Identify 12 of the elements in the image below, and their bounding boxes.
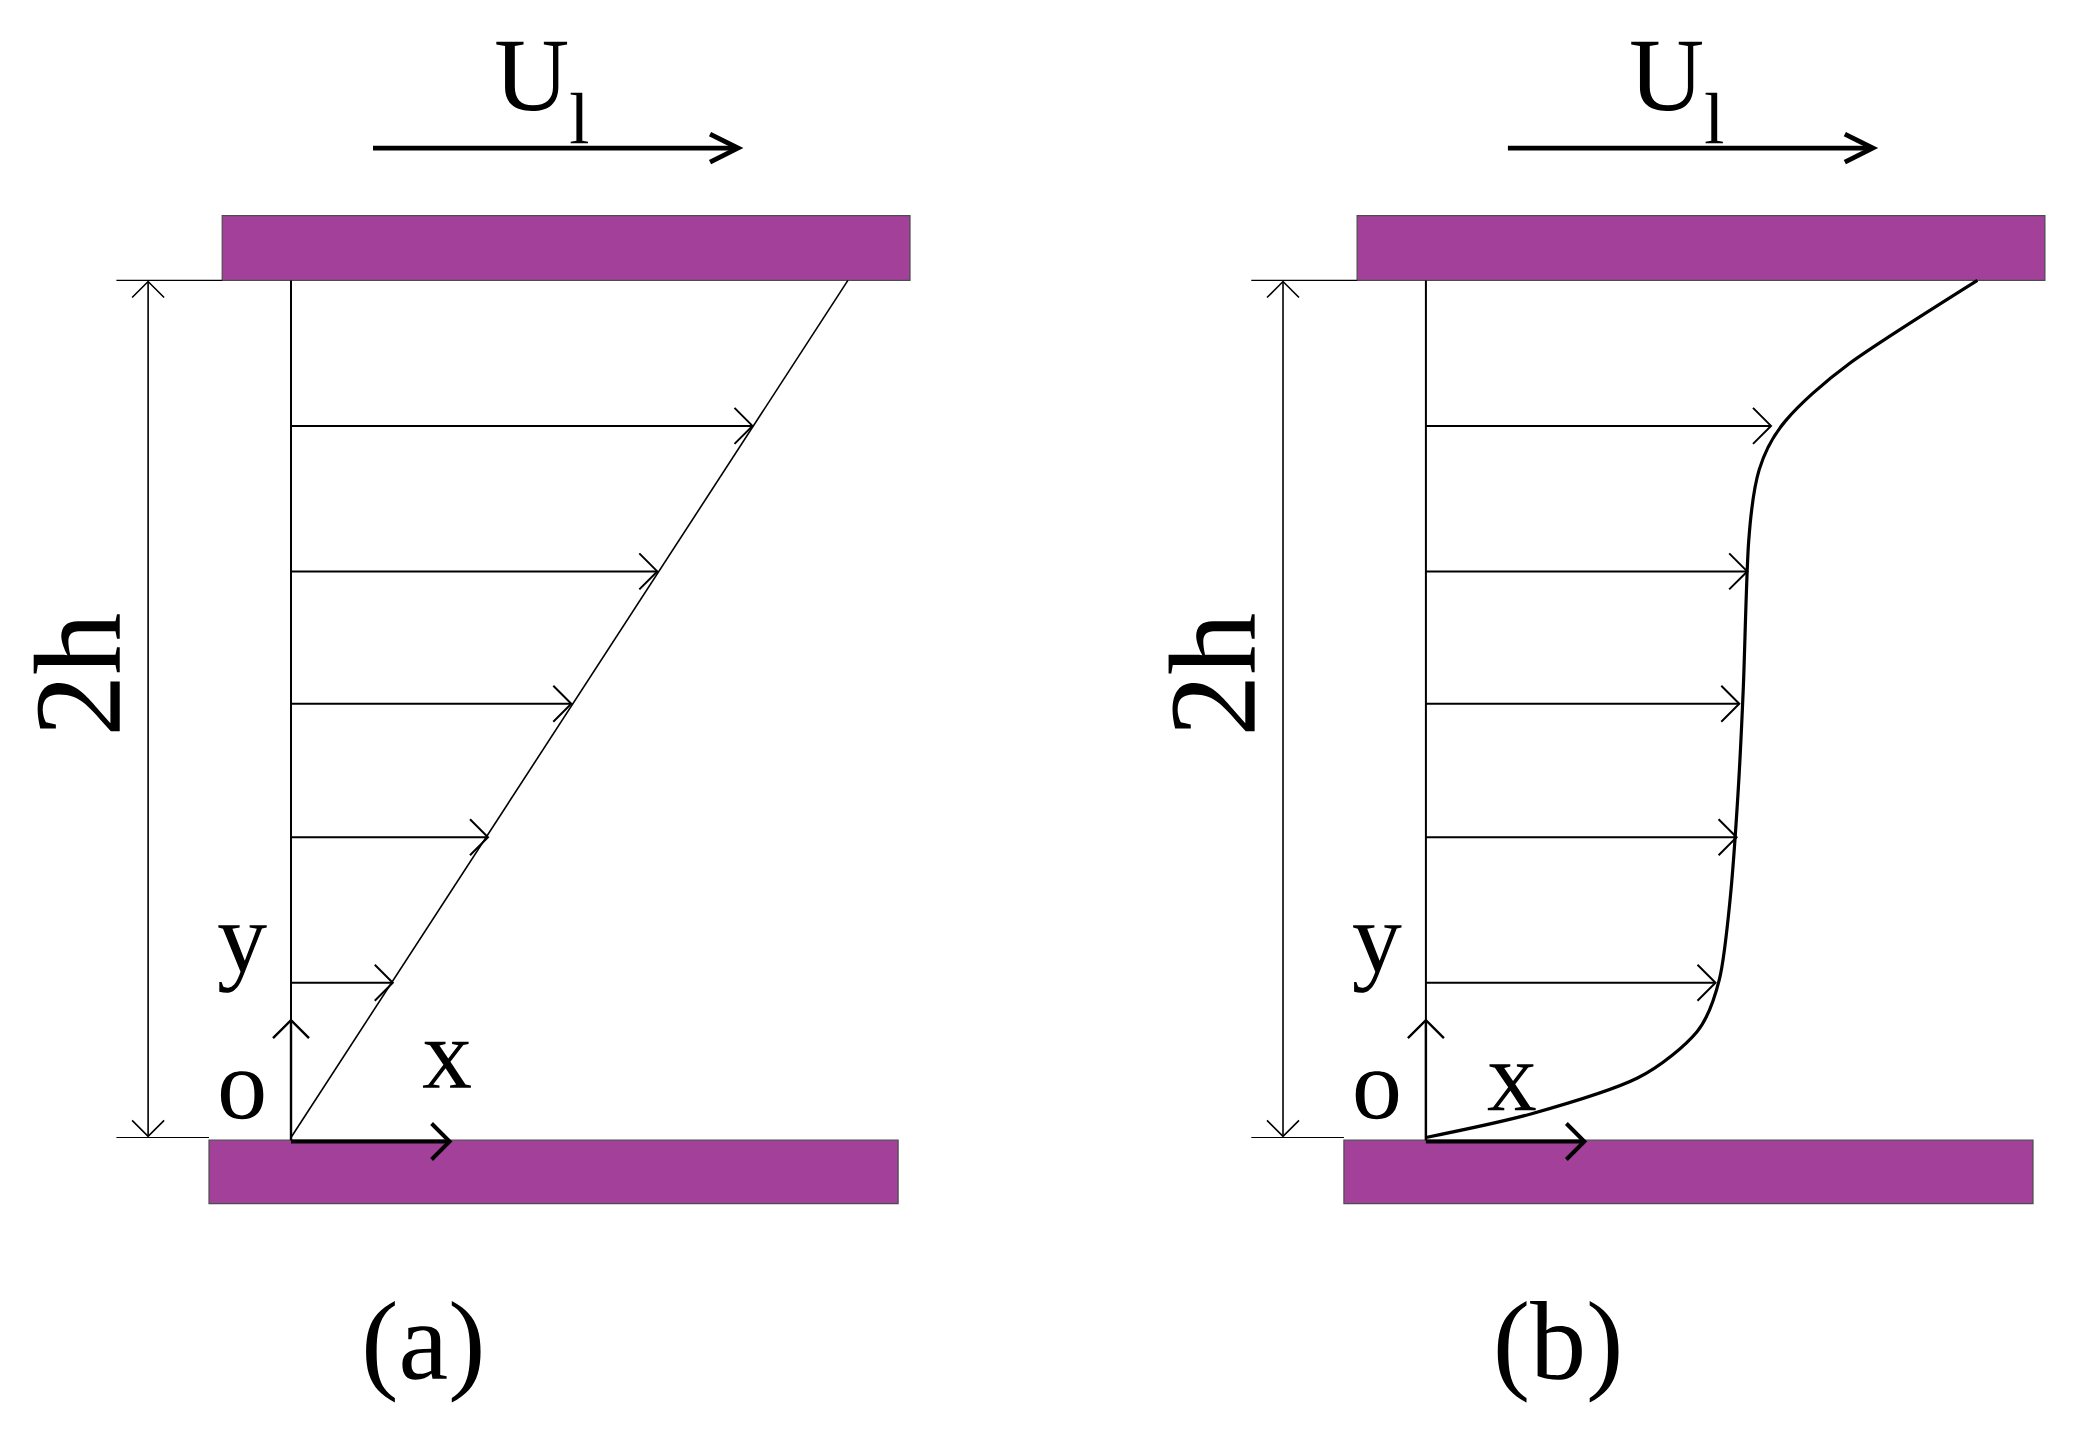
dimension-label: 2h <box>1168 614 1255 732</box>
velocity-label: U$_{l}$ <box>1631 41 1723 144</box>
velocity-label: U$_{l}$ <box>496 41 588 144</box>
axis-label: x <box>423 1041 471 1088</box>
origin-label: o <box>1355 1071 1399 1120</box>
axis-label: x <box>1487 1064 1536 1111</box>
dimension-label: 2h <box>33 614 120 732</box>
axis-label: y <box>1353 925 1402 993</box>
axis-label: y <box>218 925 267 993</box>
panel-label: (a) <box>366 1301 481 1403</box>
origin-label: o <box>220 1071 264 1120</box>
panel-label: (b) <box>1497 1301 1619 1403</box>
